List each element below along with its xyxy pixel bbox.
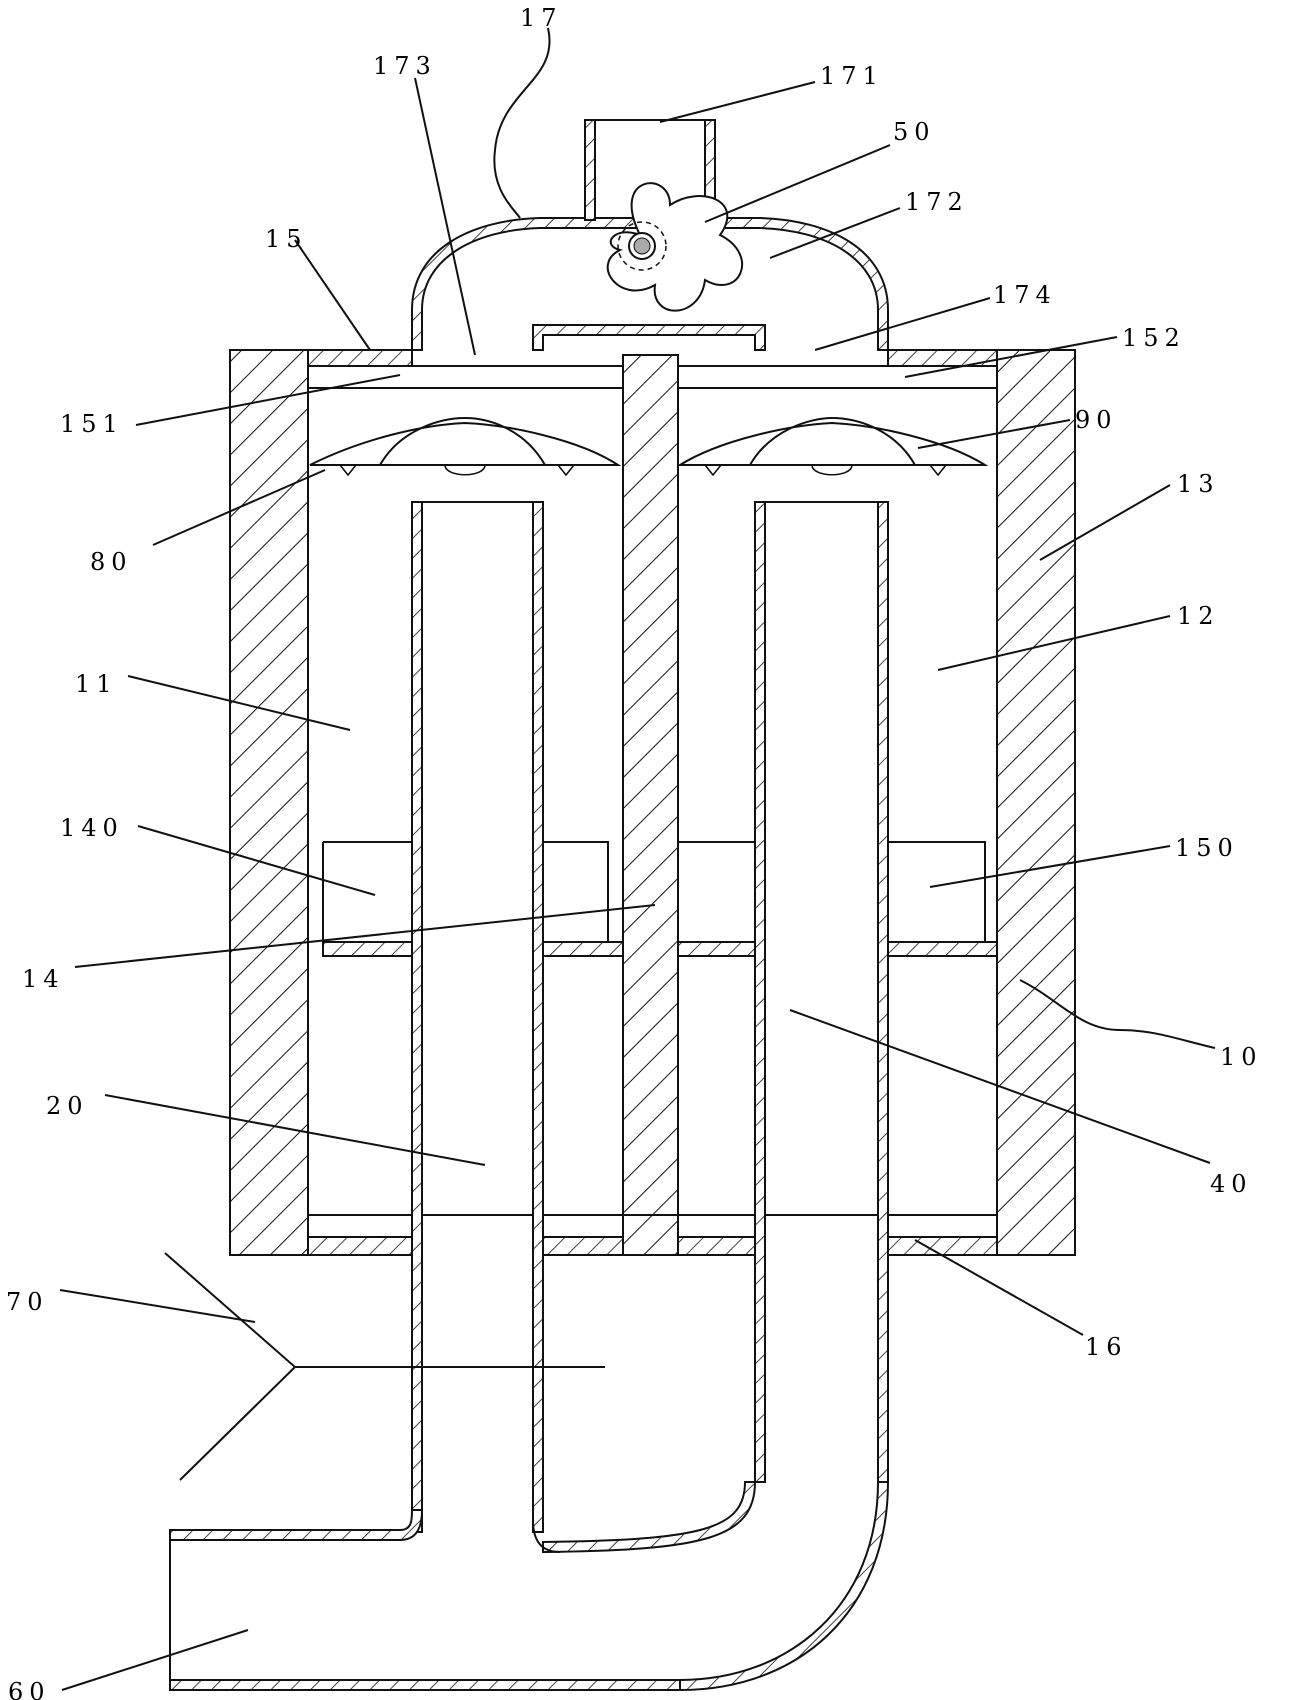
bottom-plate-mid-left bbox=[543, 1237, 623, 1255]
label-171: 171 bbox=[820, 62, 884, 90]
label-11: 11 bbox=[75, 670, 118, 698]
label-16: 16 bbox=[1085, 1333, 1128, 1361]
label-70: 70 bbox=[6, 1288, 49, 1316]
fan-50 bbox=[608, 183, 742, 311]
label-50: 50 bbox=[893, 118, 936, 146]
label-13: 13 bbox=[1177, 470, 1220, 498]
label-12: 12 bbox=[1177, 602, 1220, 630]
valve-right-90 bbox=[680, 418, 985, 475]
label-152: 152 bbox=[1122, 324, 1186, 352]
label-80: 80 bbox=[90, 548, 133, 576]
label-14: 14 bbox=[22, 965, 65, 993]
label-172: 172 bbox=[905, 188, 969, 216]
label-15: 15 bbox=[265, 225, 308, 253]
label-17: 17 bbox=[520, 4, 563, 32]
housing bbox=[230, 350, 1075, 1255]
label-173: 173 bbox=[373, 52, 437, 80]
label-90: 90 bbox=[1075, 406, 1118, 434]
outlet-pipe-60 bbox=[170, 1510, 680, 1690]
bottom-plate-mid-right bbox=[678, 1237, 755, 1255]
label-40: 40 bbox=[1210, 1170, 1253, 1198]
valve-left-80 bbox=[310, 418, 618, 475]
label-60: 60 bbox=[8, 1678, 51, 1700]
central-partition bbox=[623, 355, 678, 1255]
right-outer-wall bbox=[997, 350, 1075, 1255]
label-174: 174 bbox=[993, 281, 1057, 309]
label-140: 140 bbox=[60, 814, 124, 842]
label-150: 150 bbox=[1175, 834, 1239, 862]
inner-tube-20 bbox=[412, 502, 543, 1532]
label-10: 10 bbox=[1220, 1043, 1263, 1071]
inner-tube-40 bbox=[543, 502, 888, 1690]
label-151: 151 bbox=[60, 410, 124, 438]
top-plate bbox=[308, 350, 412, 366]
bottom-plate-left bbox=[308, 1237, 412, 1255]
bottom-plate-right bbox=[888, 1237, 997, 1255]
label-20: 20 bbox=[46, 1092, 89, 1120]
